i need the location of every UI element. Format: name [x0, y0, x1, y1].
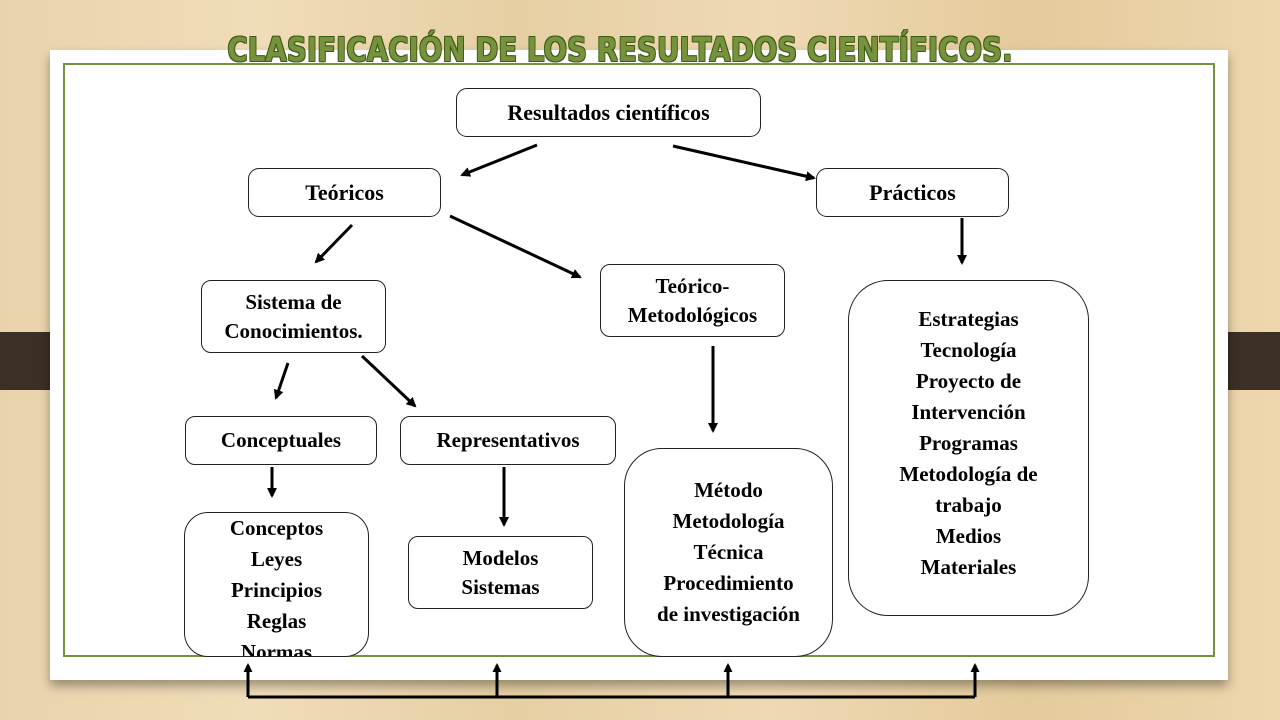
node-practicos-list: Estrategias Tecnología Proyecto de Inter…: [848, 280, 1089, 616]
arrow-sistema-conceptuales: [273, 362, 290, 400]
node-conceptos-list: Conceptos Leyes Principios Reglas Normas: [184, 512, 369, 657]
arrow-root-practicos: [672, 144, 816, 182]
node-conceptuales: Conceptuales: [185, 416, 377, 465]
node-practicos: Prácticos: [816, 168, 1009, 217]
arrow-root-teoricos: [460, 143, 538, 177]
node-teorico-metodologicos: Teórico- Metodológicos: [600, 264, 785, 337]
node-representativos: Representativos: [400, 416, 616, 465]
arrow-sistema-representativos: [360, 354, 417, 408]
node-metodo-list: Método Metodología Técnica Procedimiento…: [624, 448, 833, 657]
arrow-teoricos-teoricometodologicos: [449, 214, 582, 279]
node-sistema-de-conocimientos: Sistema de Conocimientos.: [201, 280, 386, 353]
slide-title: CLASIFICACIÓN DE LOS RESULTADOS CIENTÍFI…: [227, 30, 1013, 69]
node-teoricos: Teóricos: [248, 168, 441, 217]
arrow-teoricos-sistema: [314, 223, 354, 264]
node-resultados-cientificos: Resultados científicos: [456, 88, 761, 137]
slide-frame: [63, 63, 1215, 657]
node-modelos-list: Modelos Sistemas: [408, 536, 593, 609]
